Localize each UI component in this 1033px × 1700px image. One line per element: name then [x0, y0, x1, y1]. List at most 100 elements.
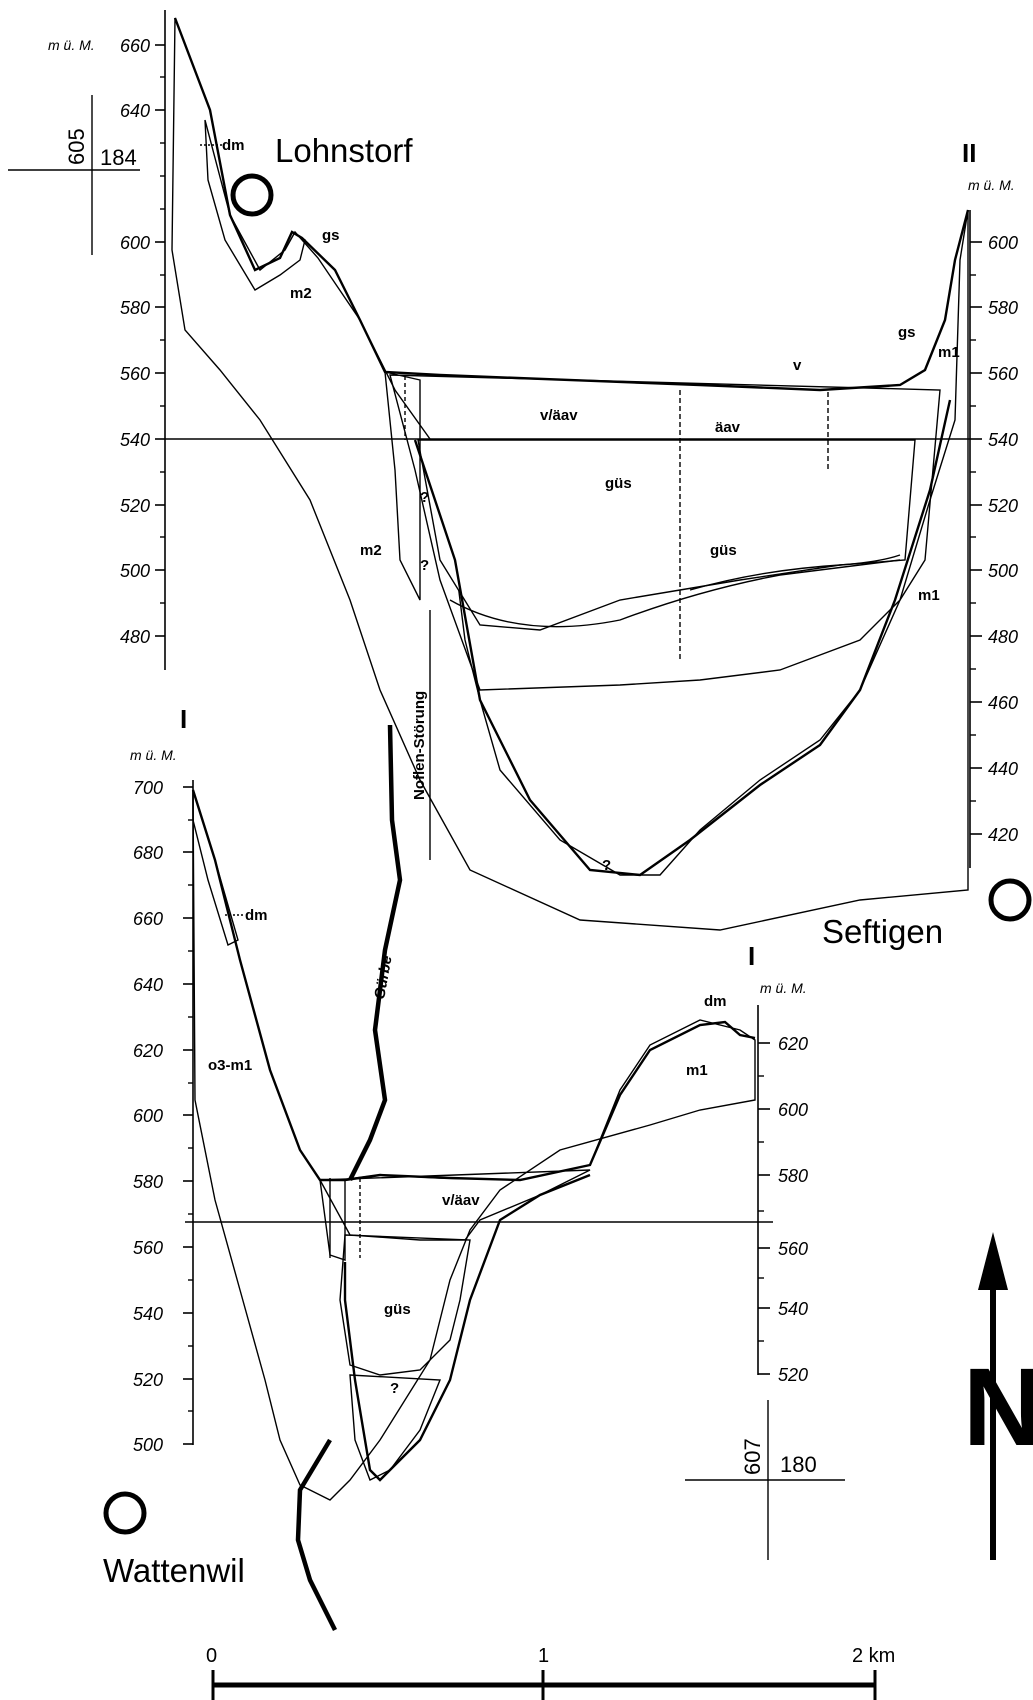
- place-wattenwil: Wattenwil: [103, 1552, 245, 1589]
- tick-600: 600: [120, 233, 150, 253]
- upper-left-ticks: [155, 44, 165, 637]
- lrtick-520: 520: [778, 1365, 808, 1385]
- rtick-540: 540: [988, 430, 1018, 450]
- label-o3m1: o3-m1: [208, 1057, 252, 1074]
- seftigen-marker: [988, 878, 1032, 922]
- lower-topo-profile: [191, 789, 756, 1182]
- lower-right-unit: m ü. M.: [760, 980, 807, 996]
- tick-560: 560: [120, 364, 150, 384]
- coord-180: 180: [780, 1452, 817, 1477]
- lower-right-ticks: [758, 1042, 770, 1375]
- place-seftigen: Seftigen: [822, 913, 943, 950]
- profile-I-label-right: I: [748, 941, 755, 971]
- scale-label-0: 0: [206, 1645, 217, 1667]
- lrtick-600: 600: [778, 1100, 808, 1120]
- ltick-560: 560: [133, 1238, 163, 1258]
- river-gurbe: [295, 724, 403, 1632]
- ltick-680: 680: [133, 843, 163, 863]
- lower-left-ticks: [183, 786, 193, 1445]
- rtick-420: 420: [988, 825, 1018, 845]
- label-m2-upper: m2: [290, 285, 312, 302]
- profile-I-label-left: I: [180, 704, 187, 734]
- place-lohnstorf: Lohnstorf: [275, 132, 413, 169]
- upper-topo-profile: [173, 17, 970, 392]
- upper-right-unit: m ü. M.: [968, 177, 1015, 193]
- coordinate-cross-top-left: 605 184: [8, 95, 140, 255]
- tick-500: 500: [120, 561, 150, 581]
- label-vaav-lower: v/äav: [442, 1192, 480, 1209]
- label-gs-right: gs: [898, 324, 916, 341]
- river-label: Gürbe: [371, 954, 395, 1000]
- label-dm-lower: dm: [245, 907, 268, 924]
- lrtick-620: 620: [778, 1034, 808, 1054]
- coord-607: 607: [740, 1438, 765, 1475]
- north-arrow: N: [963, 1232, 1033, 1560]
- tick-480: 480: [120, 627, 150, 647]
- ltick-580: 580: [133, 1172, 163, 1192]
- tick-660: 660: [120, 36, 150, 56]
- label-gs-upper: gs: [322, 227, 340, 244]
- upper-moraine: [204, 119, 306, 291]
- label-v: v: [793, 357, 802, 374]
- label-gus-2: güs: [710, 542, 737, 559]
- coord-184: 184: [100, 145, 137, 170]
- label-vaav: v/äav: [540, 407, 578, 424]
- tick-540: 540: [120, 430, 150, 450]
- label-q3: ?: [602, 857, 611, 874]
- ltick-500: 500: [133, 1435, 163, 1455]
- upper-fault-zone: [384, 371, 421, 601]
- label-q2: ?: [420, 557, 429, 574]
- label-m2-mid: m2: [360, 542, 382, 559]
- label-dm-upper: dm: [222, 137, 245, 154]
- rtick-500: 500: [988, 561, 1018, 581]
- ltick-600: 600: [133, 1106, 163, 1126]
- rtick-560: 560: [988, 364, 1018, 384]
- lrtick-560: 560: [778, 1239, 808, 1259]
- upper-lake-sediments: [389, 374, 941, 691]
- scale-bar: 0 1 2 km: [206, 1645, 895, 1700]
- profile-upper: m ü. M. 660 640 600 580 560 540 520 500 …: [48, 10, 1018, 931]
- north-letter: N: [963, 1346, 1033, 1469]
- upper-valley-floor: [413, 399, 952, 877]
- rtick-480: 480: [988, 627, 1018, 647]
- rtick-460: 460: [988, 693, 1018, 713]
- lower-bedrock: [192, 789, 756, 1501]
- lower-gravel: [339, 1234, 471, 1376]
- label-m1-right: m1: [938, 344, 960, 361]
- lohnstorf-marker: [230, 173, 274, 217]
- profile-lower: I m ü. M. 700 680 660 640 620 600 580 56…: [130, 704, 808, 1501]
- ltick-640: 640: [133, 975, 163, 995]
- label-q-lower: ?: [390, 1380, 399, 1397]
- label-gus-lower: güs: [384, 1301, 411, 1318]
- scale-label-1: 1: [538, 1645, 549, 1667]
- upper-right-ticks: [970, 241, 982, 835]
- tick-640: 640: [120, 101, 150, 121]
- gravel-base-line: [449, 559, 901, 628]
- rtick-440: 440: [988, 759, 1018, 779]
- label-dm-lower-right: dm: [704, 993, 727, 1010]
- ltick-540: 540: [133, 1304, 163, 1324]
- tick-580: 580: [120, 298, 150, 318]
- label-gus-1: güs: [605, 475, 632, 492]
- wattenwil-marker: [103, 1491, 147, 1535]
- lower-valley-floor: [343, 1173, 591, 1482]
- label-m1-lower: m1: [686, 1062, 708, 1079]
- rtick-600: 600: [988, 233, 1018, 253]
- tick-520: 520: [120, 496, 150, 516]
- fault-label: Noflen-Störung: [411, 691, 428, 800]
- ltick-700: 700: [133, 778, 163, 798]
- label-aav: äav: [715, 419, 741, 436]
- profile-II-label: II: [962, 138, 976, 168]
- lrtick-540: 540: [778, 1299, 808, 1319]
- ltick-660: 660: [133, 909, 163, 929]
- label-m1-right2: m1: [918, 587, 940, 604]
- lrtick-580: 580: [778, 1166, 808, 1186]
- coordinate-cross-bottom-right: 607 180: [685, 1400, 845, 1560]
- rtick-580: 580: [988, 298, 1018, 318]
- upper-bedrock: [171, 17, 969, 931]
- upper-left-unit: m ü. M.: [48, 37, 95, 53]
- scale-label-2: 2 km: [852, 1645, 895, 1667]
- rtick-520: 520: [988, 496, 1018, 516]
- ltick-620: 620: [133, 1041, 163, 1061]
